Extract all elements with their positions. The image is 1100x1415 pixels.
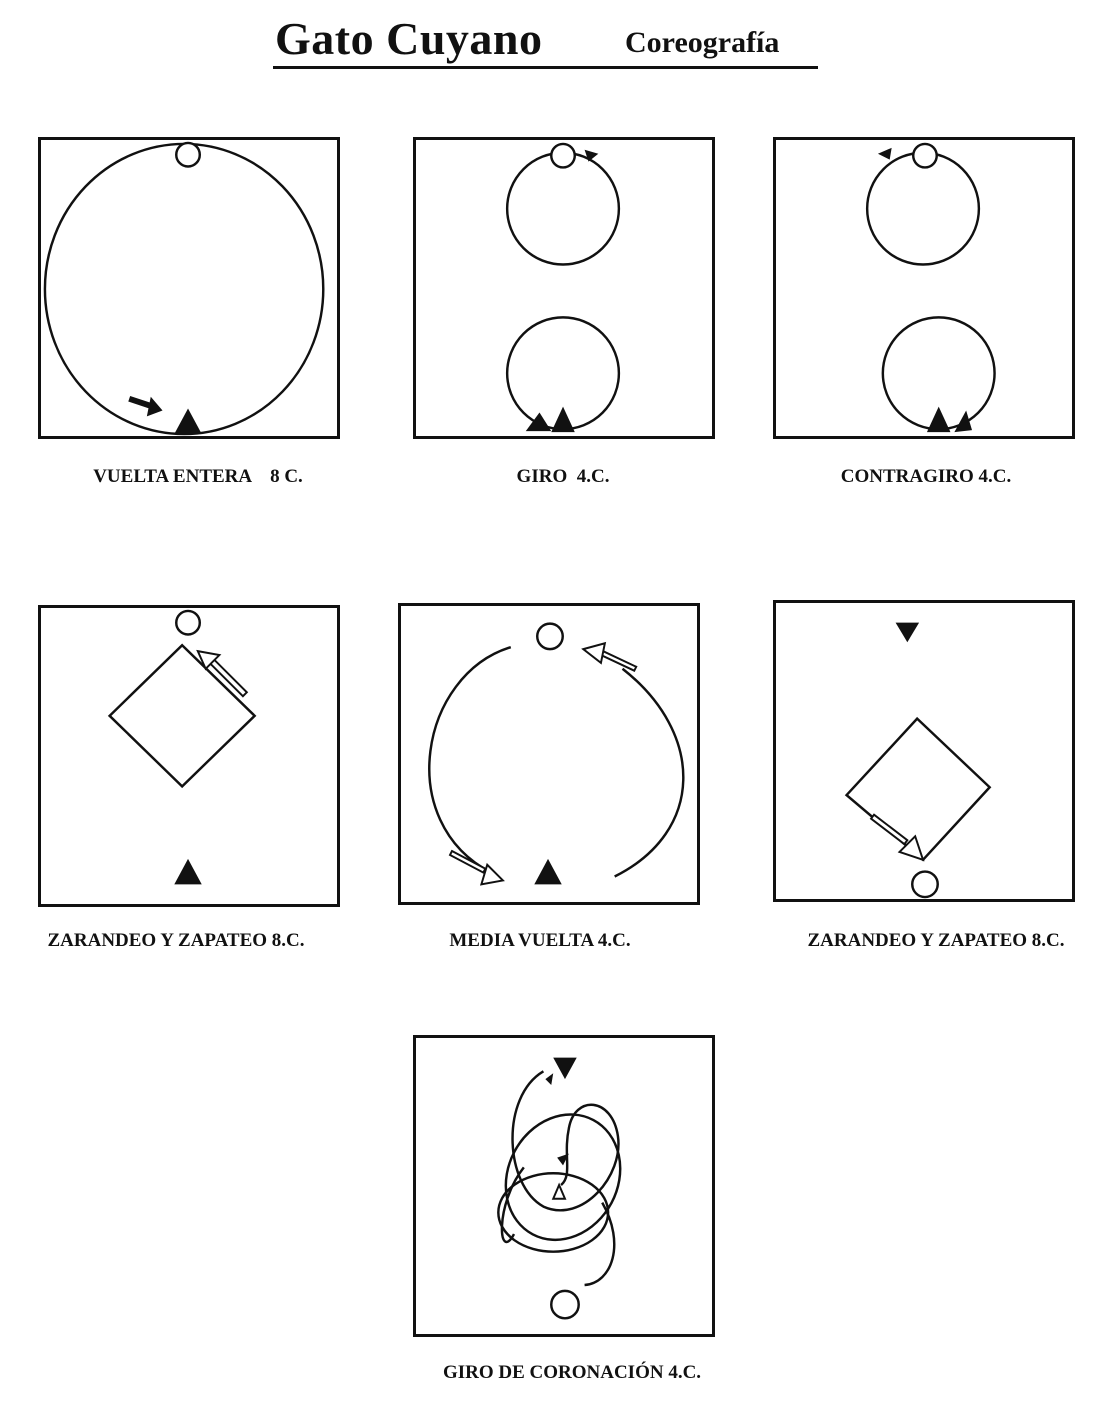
dancer-triangle	[174, 408, 202, 435]
full-circle-path	[43, 142, 325, 436]
hollow-arrow	[196, 649, 249, 698]
dancer-circle	[175, 141, 202, 168]
caption-zarandeo-zapateo-2: ZARANDEO Y ZAPATEO 8.C.	[807, 930, 1065, 951]
top-loop-path	[865, 151, 981, 266]
dancer-triangle-top	[553, 1057, 577, 1080]
caption-giro-coronacion: GIRO DE CORONACIÓN 4.C.	[442, 1362, 702, 1383]
direction-arrow-shaft	[128, 395, 154, 410]
direction-arrow-head	[557, 1153, 569, 1166]
diamond-path	[107, 643, 257, 789]
figure-zarandeo-zapateo-1-diagram	[107, 609, 257, 885]
page-title: Gato Cuyano	[275, 13, 543, 64]
direction-arrow-head	[545, 1073, 554, 1086]
figure-vuelta-entera-diagram	[43, 141, 325, 436]
figure-zarandeo-zapateo-2	[773, 600, 1075, 902]
figure-vuelta-entera	[38, 137, 340, 439]
dancer-circle	[550, 142, 577, 169]
dancer-circle	[536, 622, 564, 651]
direction-arrow-head	[146, 396, 163, 417]
figure-giro	[413, 137, 715, 439]
hollow-arrow	[869, 813, 925, 862]
dancer-triangle	[926, 406, 951, 433]
diamond-path	[844, 716, 992, 862]
hollow-arrow-top	[581, 641, 638, 672]
dancer-triangle	[895, 622, 920, 643]
dancer-triangle-center	[551, 1182, 567, 1200]
figure-media-vuelta-diagram	[428, 622, 685, 886]
dancer-circle	[911, 870, 939, 899]
spiral-path-4	[500, 1166, 616, 1287]
figure-giro-diagram	[505, 142, 621, 433]
caption-vuelta-entera: VUELTA ENTERA 8 C.	[93, 466, 303, 487]
right-arc-path	[614, 667, 685, 878]
left-arc-path	[428, 645, 512, 874]
figure-media-vuelta	[398, 603, 700, 905]
figure-giro-coronacion	[413, 1035, 715, 1337]
caption-media-vuelta: MEDIA VUELTA 4.C.	[449, 930, 631, 951]
direction-arrow-head	[877, 147, 892, 160]
dancer-triangle	[174, 858, 202, 885]
page-subtitle: Coreografía	[625, 26, 780, 59]
figure-contragiro-diagram	[865, 142, 996, 433]
spiral-path-1	[511, 1070, 620, 1212]
figure-contragiro	[773, 137, 1075, 439]
caption-zarandeo-zapateo-1: ZARANDEO Y ZAPATEO 8.C.	[47, 930, 305, 951]
dancer-triangle	[534, 858, 562, 885]
dancer-circle	[911, 142, 938, 169]
figure-zarandeo-zapateo-2-diagram	[844, 622, 992, 899]
direction-arrow-head	[525, 412, 552, 432]
top-loop-path	[505, 151, 621, 266]
page-title-block: Gato Cuyano Coreografía	[273, 10, 818, 69]
caption-giro: GIRO 4.C.	[516, 466, 610, 487]
dancer-circle	[175, 609, 202, 636]
caption-contragiro: CONTRAGIRO 4.C.	[840, 466, 1012, 487]
dancer-triangle	[551, 406, 575, 433]
figure-zarandeo-zapateo-1	[38, 605, 340, 907]
hollow-arrow-bottom	[448, 849, 505, 886]
figure-giro-coronacion-diagram	[497, 1057, 622, 1320]
direction-arrow-head	[584, 149, 599, 162]
direction-arrow-head	[954, 410, 973, 433]
spiral-path-2	[504, 1113, 622, 1242]
dancer-circle	[550, 1289, 580, 1320]
